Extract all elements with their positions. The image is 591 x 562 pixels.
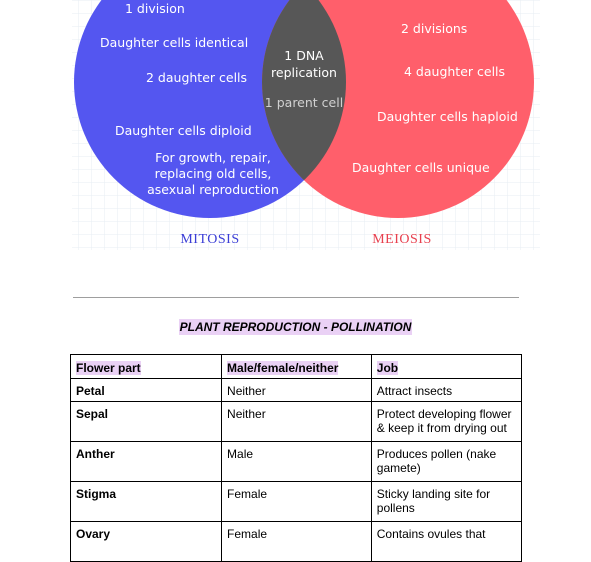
sex-cell: Neither: [221, 401, 372, 442]
pollination-table: Flower part Male/female/neither Job Peta…: [69, 354, 523, 562]
table-row: Anther Male Produces pollen (nake gamete…: [69, 441, 523, 482]
header-cell: Flower part: [69, 354, 223, 379]
meiosis-item: 4 daughter cells: [404, 64, 505, 79]
mitosis-item: 2 daughter cells: [146, 70, 247, 85]
mitosis-purpose: asexual reproduction: [147, 182, 279, 197]
flower-part-cell: Sepal: [69, 401, 223, 442]
meiosis-item: 2 divisions: [401, 21, 467, 36]
shared-item: 1 parent cell: [265, 95, 343, 110]
table-header-row: Flower part Male/female/neither Job: [69, 354, 523, 379]
sex-cell: Female: [221, 481, 372, 522]
meiosis-label: MEIOSIS: [372, 232, 432, 247]
mitosis-purpose: replacing old cells,: [155, 166, 272, 181]
job-cell: Produces pollen (nake gamete): [370, 441, 523, 482]
mitosis-item: Daughter cells diploid: [115, 123, 252, 138]
meiosis-item: Daughter cells unique: [352, 160, 490, 175]
job-cell: Sticky landing site for pollens: [370, 481, 523, 522]
job-cell: Protect developing flower & keep it from…: [370, 401, 523, 442]
header-cell: Job: [370, 354, 523, 379]
section-heading: PLANT REPRODUCTION - POLLINATION: [0, 319, 591, 335]
sex-cell: Female: [221, 521, 372, 562]
mitosis-purpose: For growth, repair,: [155, 150, 271, 165]
flower-part-cell: Ovary: [69, 521, 223, 562]
shared-item: replication: [271, 65, 337, 80]
table-row: Petal Neither Attract insects: [69, 378, 523, 402]
venn-diagram: 1 division Daughter cells identical 2 da…: [72, 0, 540, 250]
header-cell: Male/female/neither: [221, 354, 372, 379]
meiosis-item: Daughter cells haploid: [377, 109, 518, 124]
table-row: Stigma Female Sticky landing site for po…: [69, 481, 523, 522]
sex-cell: Neither: [221, 378, 372, 402]
mitosis-item: 1 division: [125, 1, 185, 16]
table-row: Ovary Female Contains ovules that: [69, 521, 523, 562]
flower-part-cell: Stigma: [69, 481, 223, 522]
mitosis-label: MITOSIS: [180, 232, 239, 247]
flower-part-cell: Anther: [69, 441, 223, 482]
job-cell: Attract insects: [370, 378, 523, 402]
mitosis-item: Daughter cells identical: [100, 35, 248, 50]
flower-part-cell: Petal: [69, 378, 223, 402]
section-heading-text: PLANT REPRODUCTION - POLLINATION: [178, 319, 413, 335]
table-row: Sepal Neither Protect developing flower …: [69, 401, 523, 442]
job-cell: Contains ovules that: [370, 521, 523, 562]
shared-item: 1 DNA: [284, 48, 324, 63]
divider: [73, 297, 519, 298]
sex-cell: Male: [221, 441, 372, 482]
